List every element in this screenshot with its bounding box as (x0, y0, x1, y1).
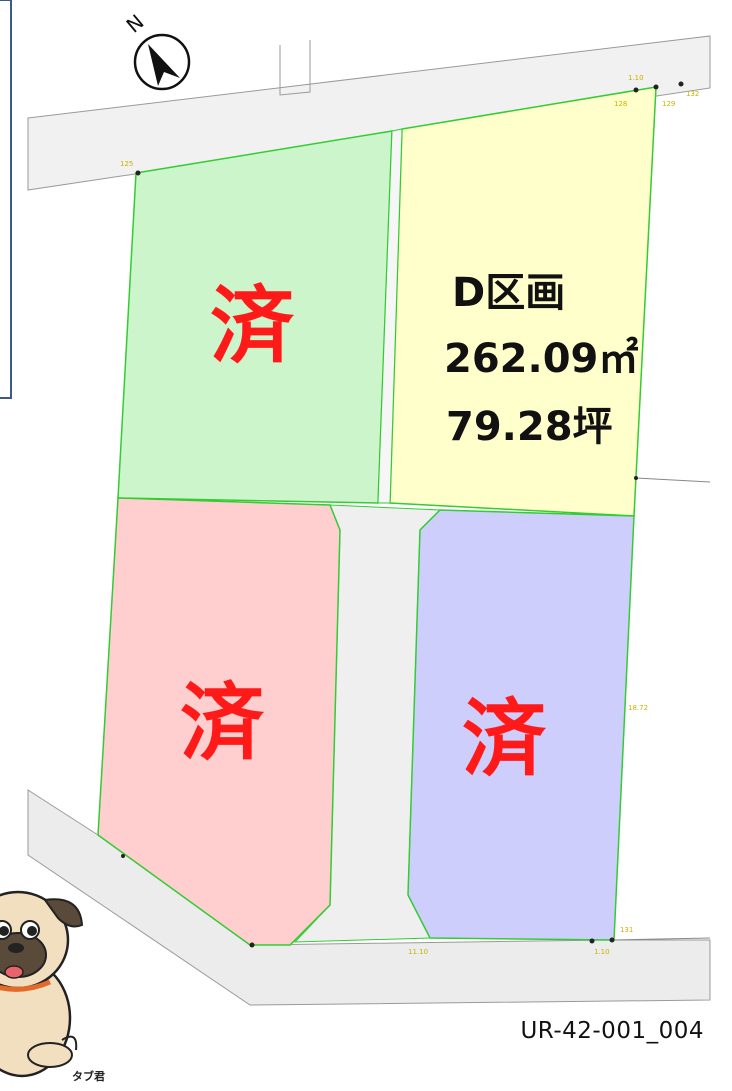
survey-point (653, 84, 659, 90)
survey-label: 18.72 (628, 704, 648, 712)
survey-label: 132 (686, 90, 699, 98)
survey-label: 128 (614, 100, 627, 108)
survey-markers (121, 81, 684, 948)
survey-point (634, 476, 638, 480)
plot-d-name: D区画 (452, 270, 565, 316)
survey-label: 11.10 (408, 948, 428, 956)
plot-d-area-sqm: 262.09㎡ (444, 336, 638, 382)
plots (97, 86, 657, 946)
survey-label: 1.10 (628, 74, 644, 82)
compass: N (122, 10, 191, 91)
survey-labels: 125 128 129 132 131 1.10 1.10 11.10 18.7… (120, 74, 699, 956)
plot-a-status: 済 (210, 277, 295, 375)
north-arrow-pointer (148, 44, 180, 86)
plot-d-area-tsubo: 79.28坪 (446, 404, 613, 450)
survey-label: 131 (620, 926, 633, 934)
north-road-spur (279, 40, 311, 96)
neighbor-line (611, 937, 711, 941)
plot-b[interactable] (97, 497, 341, 946)
survey-point (609, 937, 615, 943)
survey-label: 129 (662, 100, 675, 108)
reference-code: UR-42-001_004 (520, 1018, 704, 1044)
survey-point (121, 854, 125, 858)
survey-label: 125 (120, 160, 133, 168)
survey-point (135, 170, 141, 176)
strip (377, 128, 403, 504)
north-road (27, 35, 711, 191)
survey-point (678, 81, 684, 87)
document-frame (0, 0, 12, 399)
roads (27, 35, 711, 1006)
plot-c-status: 済 (462, 690, 547, 788)
survey-point (249, 942, 255, 948)
survey-label: 1.10 (594, 948, 610, 956)
survey-point (589, 938, 595, 944)
neighbor-line (635, 477, 711, 483)
plot-b-status: 済 (180, 674, 265, 772)
north-letter: N (122, 10, 149, 38)
mascot-caption: タブ君 (72, 1069, 105, 1083)
mascot-pug-icon: タブ君 (0, 890, 105, 1083)
plot-c[interactable] (407, 509, 635, 941)
survey-point (633, 87, 639, 93)
